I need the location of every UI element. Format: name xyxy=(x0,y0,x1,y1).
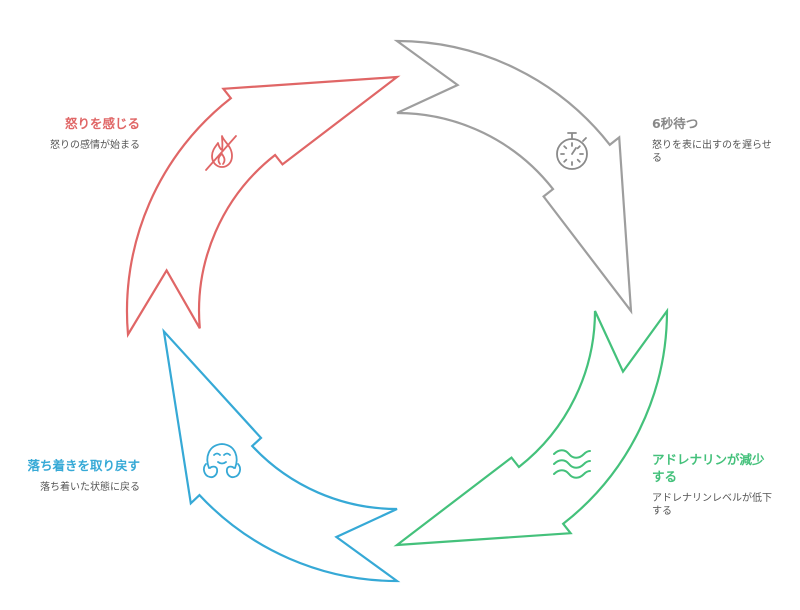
arrow-anger xyxy=(125,75,401,338)
flame-crossed-icon xyxy=(205,135,237,171)
stage-calm-description: 落ち着いた状態に戻る xyxy=(40,481,140,493)
stopwatch-icon xyxy=(556,132,588,170)
stage-calm-title: 落ち着きを取り戻す xyxy=(27,458,140,473)
stage-anger-description: 怒りの感情が始まる xyxy=(50,139,140,151)
arrow-adrenaline xyxy=(393,307,669,547)
stage-wait-title: 6秒待つ xyxy=(652,116,699,131)
stage-wait-description: 怒りを表に出すのを遅らせる xyxy=(652,139,772,165)
arrow-calm xyxy=(162,327,401,583)
stage-adrenaline-title: アドレナリンが減少する xyxy=(652,452,765,484)
arrow-wait xyxy=(393,39,633,315)
relieved-face-icon xyxy=(203,443,241,479)
stage-adrenaline-description: アドレナリンレベルが低下する xyxy=(652,492,772,518)
stage-calm: 落ち着きを取り戻す 落ち着いた状態に戻る xyxy=(20,458,140,494)
stage-anger-title: 怒りを感じる xyxy=(64,116,140,131)
waves-icon xyxy=(553,449,591,479)
stage-anger: 怒りを感じる 怒りの感情が始まる xyxy=(20,116,140,152)
stage-adrenaline: アドレナリンが減少する アドレナリンレベルが低下する xyxy=(652,452,772,519)
stage-wait: 6秒待つ 怒りを表に出すのを遅らせる xyxy=(652,116,772,166)
